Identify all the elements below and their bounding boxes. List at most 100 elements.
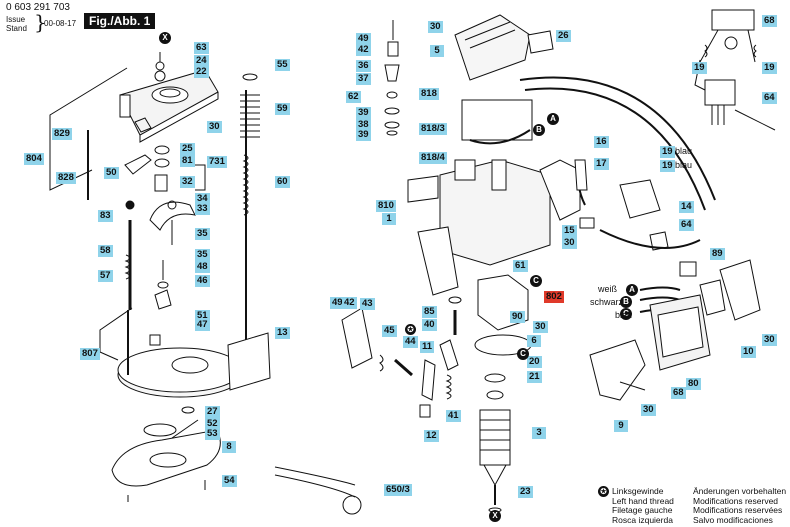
wire-label-white: weiß [598, 284, 618, 294]
document-number: 0 603 291 703 [6, 2, 70, 13]
part-label: 1 [382, 213, 396, 225]
part-label: 48 [195, 261, 210, 273]
marker-a: A [547, 113, 559, 125]
left-hand-thread-icon: ✪ [598, 486, 609, 497]
legend-left-hand-thread: Linksgewinde Left hand thread Filetage g… [612, 486, 674, 525]
part-label: 20 [527, 356, 542, 368]
part-label: 37 [356, 73, 371, 85]
part-label: 90 [510, 311, 525, 323]
marker-b: B [533, 124, 545, 136]
part-label: 39 [356, 107, 371, 119]
legend-modifications: Änderungen vorbehalten Modifications res… [693, 486, 786, 525]
part-label: 810 [376, 200, 396, 212]
part-label: 47 [195, 319, 210, 331]
part-label: 19 [660, 160, 675, 172]
legend-note: Modifications reserved [693, 495, 779, 506]
part-label: 30 [533, 321, 548, 333]
wire-label-blue: blau [675, 160, 693, 170]
marker-b: B [620, 296, 632, 308]
part-label: 49 [356, 33, 371, 45]
part-label: 6 [527, 335, 541, 347]
part-label: 30 [762, 334, 777, 346]
part-label: 53 [205, 428, 220, 440]
wire-label-black: schwarz [590, 297, 624, 307]
part-label: 43 [360, 298, 375, 310]
part-label: 24 [194, 55, 209, 67]
part-label: 23 [518, 486, 533, 498]
part-label: 27 [205, 406, 220, 418]
figure-label: Fig./Abb. 1 [84, 13, 156, 29]
part-label: 11 [420, 341, 435, 353]
part-label: 68 [671, 387, 686, 399]
part-label: 21 [527, 371, 542, 383]
part-label: 818/4 [419, 152, 447, 164]
part-label: 17 [594, 158, 609, 170]
part-label: 13 [275, 327, 290, 339]
part-label: 68 [762, 15, 777, 27]
stand-label: Stand [6, 24, 27, 33]
issue-label: Issue [6, 15, 26, 24]
part-label: 19 [692, 62, 707, 74]
part-label: 36 [356, 60, 371, 72]
marker-c: C [517, 348, 529, 360]
part-label: 44 [403, 336, 418, 348]
wire-label-blue: blau [615, 310, 633, 320]
legend-line: Left hand thread [612, 495, 674, 506]
part-label: 804 [24, 153, 44, 165]
wire-label-blue: blau [675, 146, 693, 156]
part-label: 16 [594, 136, 609, 148]
legend-line: Rosca izquierda [612, 514, 673, 525]
part-label: 39 [356, 129, 371, 141]
marker-x: X [489, 510, 501, 522]
part-label: 49 [330, 297, 345, 309]
part-label: 5 [430, 45, 444, 57]
part-label: 41 [446, 410, 461, 422]
part-label: 38 [356, 119, 371, 131]
part-label: 35 [195, 228, 210, 240]
issue-date: 00-08-17 [44, 19, 77, 28]
part-label: 26 [556, 30, 571, 42]
issue-stand-label: Issue Stand [6, 15, 27, 33]
part-label: 59 [275, 103, 290, 115]
top-plate-assembly [119, 52, 219, 143]
part-label: 828 [56, 172, 76, 184]
marker-c: C [620, 308, 632, 320]
part-label: 19 [762, 62, 777, 74]
part-label: 35 [195, 249, 210, 261]
part-label: 8 [222, 441, 236, 453]
part-label: 829 [52, 128, 72, 140]
part-label: 22 [194, 66, 209, 78]
legend-line: Filetage gauche [612, 505, 673, 515]
part-label: 58 [98, 245, 113, 257]
legend-note: Modifications reservées [693, 505, 783, 515]
part-label: 807 [80, 348, 100, 360]
part-label: 818 [419, 88, 439, 100]
part-label: 731 [207, 156, 227, 168]
marker-x: X [159, 32, 171, 44]
part-label: 42 [356, 44, 371, 56]
part-label: 650/3 [384, 484, 412, 496]
part-label: 12 [424, 430, 439, 442]
part-label: 14 [679, 201, 694, 213]
part-label: 30 [428, 21, 443, 33]
part-label-highlighted: 802 [544, 291, 564, 303]
legend-line: Linksgewinde [612, 486, 664, 496]
part-label: 54 [222, 475, 237, 487]
part-label: 15 [562, 225, 577, 237]
part-label: 9 [614, 420, 628, 432]
part-label: 63 [194, 42, 209, 54]
part-label: 818/3 [419, 123, 447, 135]
part-label: 55 [275, 59, 290, 71]
left-hand-thread-icon: ✪ [405, 324, 416, 335]
part-label: 57 [98, 270, 113, 282]
part-label: 19 [660, 146, 675, 158]
part-label: 32 [180, 176, 195, 188]
legend-note: Salvo modificaciones [693, 514, 773, 525]
part-label: 40 [422, 319, 437, 331]
part-label: 34 [195, 193, 210, 205]
part-label: 33 [195, 203, 210, 215]
part-label: 89 [710, 248, 725, 260]
part-label: 42 [342, 297, 357, 309]
